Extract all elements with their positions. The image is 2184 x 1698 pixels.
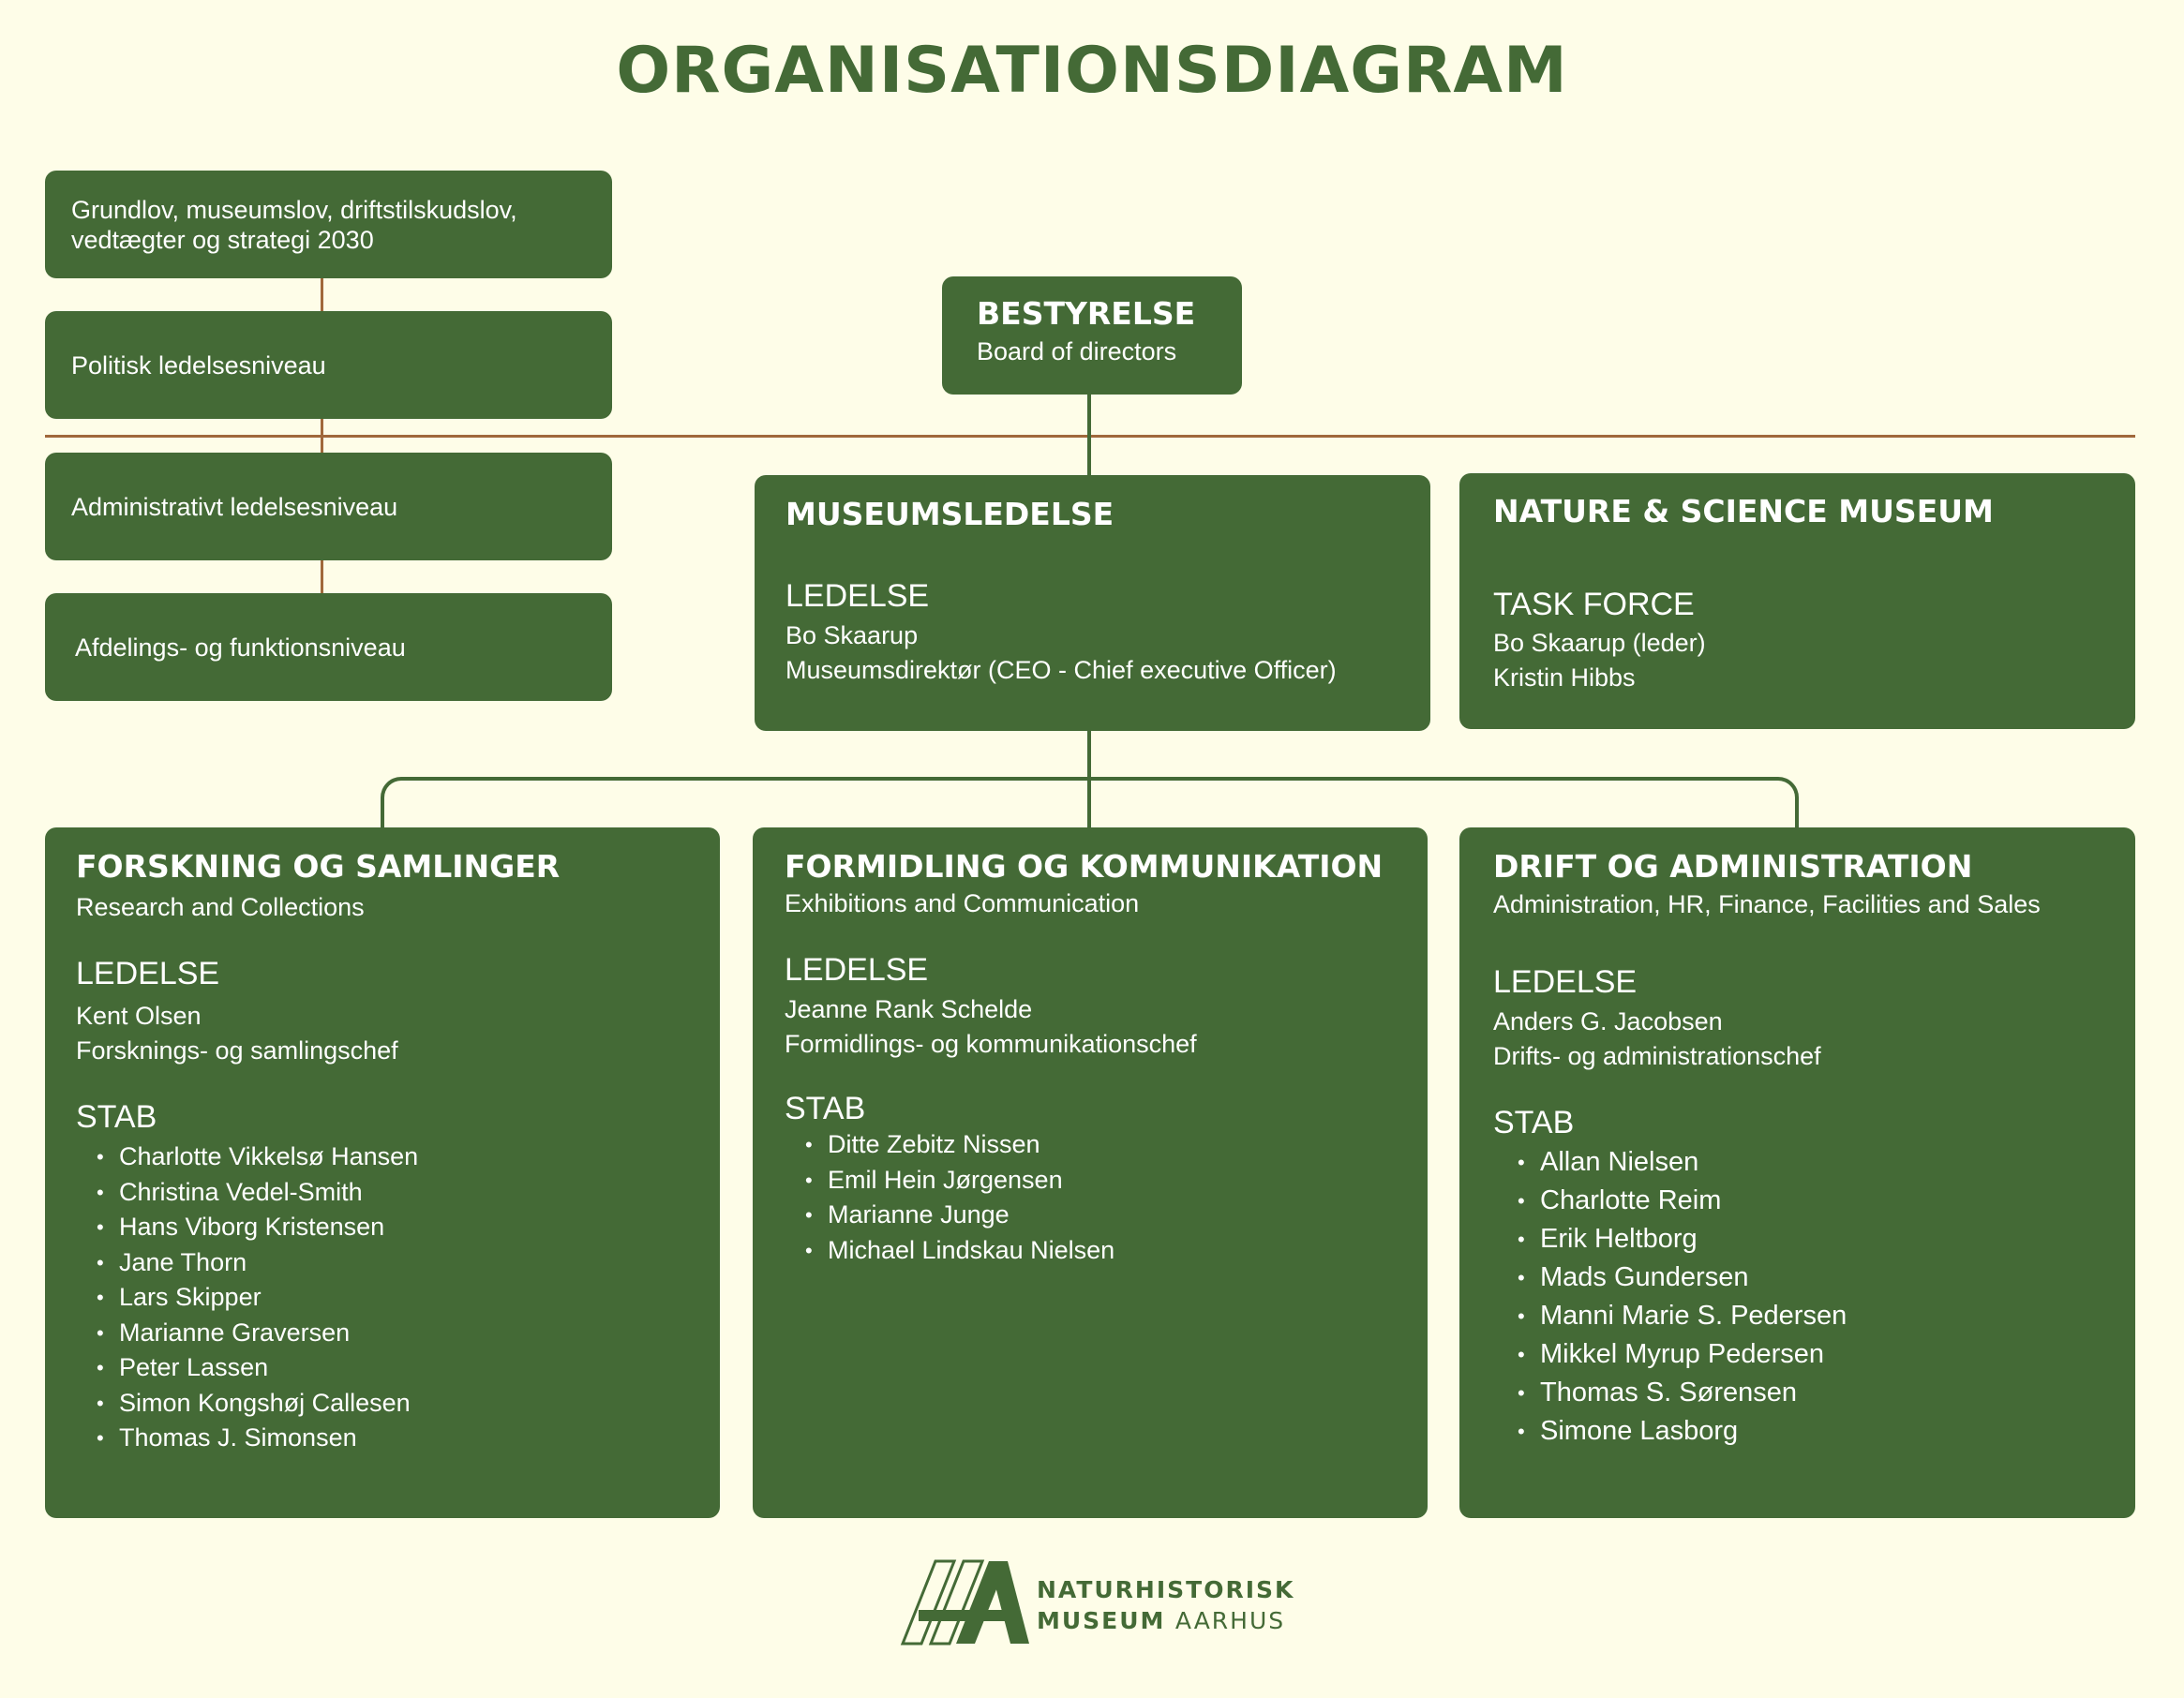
staff-member: Thomas S. Sørensen	[1518, 1374, 2135, 1412]
staff-member: Jane Thorn	[97, 1245, 720, 1281]
department-subtitle: Research and Collections	[76, 893, 365, 921]
lead-name: Kent Olsen	[76, 1002, 202, 1030]
staff-member: Charlotte Reim	[1518, 1182, 2135, 1220]
management-lead-name: Bo Skaarup	[785, 621, 919, 649]
science-museum-box: NATURE & SCIENCE MUSEUM TASK FORCE Bo Sk…	[1459, 473, 2135, 729]
level-box-department: Afdelings- og funktionsniveau	[45, 593, 612, 701]
staff-heading: STAB	[785, 1091, 866, 1126]
department-subtitle: Administration, HR, Finance, Facilities …	[1493, 890, 2041, 918]
management-title: MUSEUMSLEDELSE	[785, 496, 1114, 532]
task-force-member: Kristin Hibbs	[1493, 663, 1636, 692]
lead-role: Formidlings- og kommunikationschef	[785, 1030, 1197, 1058]
lead-name: Anders G. Jacobsen	[1493, 1007, 1723, 1035]
logo-line-2: MUSEUM AARHUS	[1037, 1607, 1285, 1634]
management-section-heading: LEDELSE	[785, 578, 930, 614]
level-label: Administrativt ledelsesniveau	[71, 492, 398, 521]
department-box-administration: DRIFT OG ADMINISTRATION Administration, …	[1459, 827, 2135, 1518]
department-branch-line	[381, 777, 1799, 830]
staff-member: Hans Viborg Kristensen	[97, 1210, 720, 1245]
department-title: DRIFT OG ADMINISTRATION	[1493, 848, 1973, 885]
staff-member: Christina Vedel-Smith	[97, 1175, 720, 1211]
staff-member: Mikkel Myrup Pedersen	[1518, 1335, 2135, 1374]
level-label: Afdelings- og funktionsniveau	[75, 633, 406, 662]
department-subtitle: Exhibitions and Communication	[785, 889, 1140, 917]
logo-line-1: NATURHISTORISK	[1037, 1576, 1295, 1603]
staff-member: Marianne Junge	[805, 1198, 1428, 1233]
staff-list: Charlotte Vikkelsø Hansen Christina Vede…	[76, 1139, 720, 1456]
board-title: BESTYRELSE	[977, 295, 1196, 332]
staff-member: Simon Kongshøj Callesen	[97, 1386, 720, 1422]
page-title: ORGANISATIONSDIAGRAM	[616, 34, 1568, 108]
management-lead-role: Museumsdirektør (CEO - Chief executive O…	[785, 656, 1337, 684]
staff-member: Manni Marie S. Pedersen	[1518, 1297, 2135, 1335]
staff-heading: STAB	[76, 1099, 157, 1135]
staff-member: Emil Hein Jørgensen	[805, 1163, 1428, 1199]
lead-name: Jeanne Rank Schelde	[785, 995, 1033, 1023]
logo-mark-icon	[900, 1559, 1029, 1646]
management-box: MUSEUMSLEDELSE LEDELSE Bo Skaarup Museum…	[755, 475, 1430, 731]
lead-heading: LEDELSE	[76, 956, 220, 991]
lead-role: Forsknings- og samlingschef	[76, 1036, 398, 1065]
logo-word-museum: MUSEUM	[1037, 1607, 1166, 1634]
department-title: FORMIDLING OG KOMMUNIKATION	[785, 848, 1384, 885]
board-subtitle: Board of directors	[977, 337, 1177, 365]
board-connector-line	[1087, 389, 1091, 478]
museum-logo: NATURHISTORISK MUSEUM AARHUS	[900, 1556, 1294, 1649]
task-force-member: Bo Skaarup (leder)	[1493, 629, 1706, 657]
staff-member: Peter Lassen	[97, 1350, 720, 1386]
staff-member: Simone Lasborg	[1518, 1412, 2135, 1451]
logo-word-aarhus: AARHUS	[1174, 1607, 1286, 1634]
level-box-legal-basis: Grundlov, museumslov, driftstilskudslov,…	[45, 171, 612, 278]
department-box-communication: FORMIDLING OG KOMMUNIKATION Exhibitions …	[753, 827, 1428, 1518]
staff-member: Thomas J. Simonsen	[97, 1421, 720, 1456]
staff-member: Mads Gundersen	[1518, 1259, 2135, 1297]
staff-member: Erik Heltborg	[1518, 1220, 2135, 1259]
board-box: BESTYRELSE Board of directors	[942, 276, 1242, 395]
level-box-political: Politisk ledelsesniveau	[45, 311, 612, 419]
department-title: FORSKNING OG SAMLINGER	[76, 848, 561, 885]
staff-member: Charlotte Vikkelsø Hansen	[97, 1139, 720, 1175]
lead-heading: LEDELSE	[785, 952, 929, 988]
staff-member: Allan Nielsen	[1518, 1143, 2135, 1182]
lead-heading: LEDELSE	[1493, 964, 1638, 1000]
lead-role: Drifts- og administrationschef	[1493, 1042, 1821, 1070]
department-box-research: FORSKNING OG SAMLINGER Research and Coll…	[45, 827, 720, 1518]
staff-list: Allan Nielsen Charlotte Reim Erik Heltbo…	[1493, 1143, 2135, 1451]
staff-member: Lars Skipper	[97, 1280, 720, 1316]
level-label: Grundlov, museumslov, driftstilskudslov,…	[71, 195, 517, 254]
staff-list: Ditte Zebitz Nissen Emil Hein Jørgensen …	[785, 1127, 1428, 1268]
level-box-administrative: Administrativt ledelsesniveau	[45, 453, 612, 560]
staff-member: Marianne Graversen	[97, 1316, 720, 1351]
level-label: Politisk ledelsesniveau	[71, 350, 326, 380]
science-museum-title: NATURE & SCIENCE MUSEUM	[1493, 493, 1994, 529]
task-force-heading: TASK FORCE	[1493, 587, 1695, 622]
staff-member: Ditte Zebitz Nissen	[805, 1127, 1428, 1163]
staff-member: Michael Lindskau Nielsen	[805, 1233, 1428, 1269]
staff-heading: STAB	[1493, 1105, 1575, 1140]
